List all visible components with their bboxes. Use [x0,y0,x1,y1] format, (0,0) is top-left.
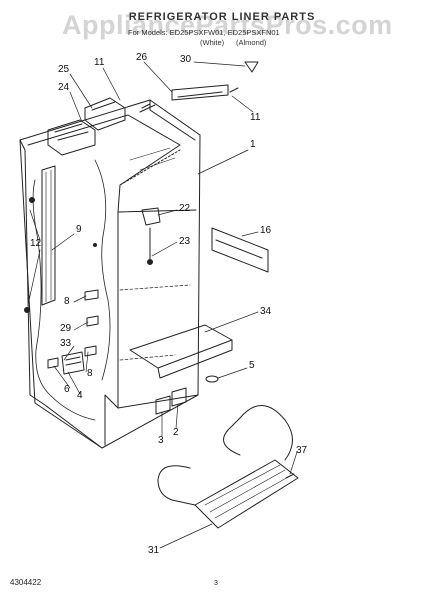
callout-1: 1 [250,139,256,150]
variant-white: (White) [200,38,225,47]
callout-31: 31 [148,545,160,556]
callout-8-lower: 8 [87,368,93,379]
shelf-support-16 [211,227,269,273]
control-housing [47,97,126,156]
variant-almond: (Almond) [236,38,267,47]
interior-parts [47,289,99,375]
callout-30: 30 [180,54,192,65]
callout-23: 23 [179,236,191,247]
grommet-5 [205,375,219,383]
crisper-cover-34 [129,324,233,379]
screw-37 [285,473,295,479]
model-numbers: For Models: ED25PSXFW01, ED25PSXFN01 [128,28,280,37]
callout-33: 33 [60,338,72,349]
callout-37: 37 [296,445,308,456]
callout-11-top-right: 11 [250,112,261,123]
callout-25: 25 [58,64,70,75]
watermark: AppliancePartsPros.com [62,10,393,40]
callout-5: 5 [249,360,255,371]
diagram-title: REFRIGERATOR LINER PARTS [128,11,316,23]
callout-8-upper: 8 [64,296,70,307]
heater-assembly [157,405,299,529]
top-bracket [171,84,229,101]
page-number: 3 [214,580,218,587]
hinge-bracket [141,207,161,265]
part-code: 4304422 [10,578,42,587]
screws-left [24,197,97,313]
clip-30 [244,61,259,73]
callout-22: 22 [179,203,191,214]
callout-2: 2 [173,427,179,438]
screw-top-left [139,103,156,113]
callout-12: 12 [30,238,42,249]
bottom-brackets [155,387,187,415]
liner-body [19,99,201,449]
callout-24: 24 [58,82,70,93]
callout-26: 26 [136,52,148,63]
leader-lines [27,61,298,549]
callout-9: 9 [76,224,82,235]
callout-11-top-left: 11 [94,57,105,68]
callout-34: 34 [260,306,272,317]
callout-29: 29 [60,323,72,334]
callout-6: 6 [64,384,70,395]
callout-3: 3 [158,435,164,446]
screw-top-right [229,87,239,93]
vertical-rail [41,165,56,306]
callout-16: 16 [260,225,272,236]
callout-4: 4 [77,390,83,401]
